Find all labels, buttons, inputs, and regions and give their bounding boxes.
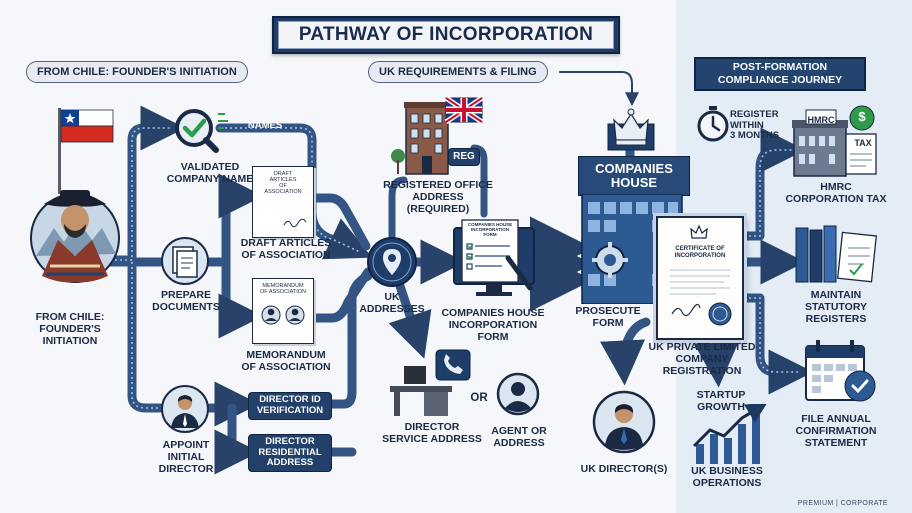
desk-phone-icon — [390, 349, 471, 416]
signature-icon — [283, 218, 307, 228]
crown-icon — [607, 108, 655, 151]
startup-growth-label: STARTUP GROWTH — [696, 389, 746, 413]
uk-addresses-label: UK ADDRESSES — [359, 291, 425, 315]
uk-directors-label: UK DIRECTOR(S) — [580, 463, 668, 475]
location-pin-icon — [367, 237, 417, 287]
ltd-registration-label: UK PRIVATE LIMITED COMPANY REGISTRATION — [648, 341, 756, 377]
certificate-of-incorporation: CERTIFICATE OF INCORPORATION — [656, 216, 744, 340]
documents-icon — [161, 237, 209, 285]
statutory-registers-icon — [795, 225, 878, 283]
validated-name-label: VALIDATED COMPANY NAME — [166, 161, 254, 185]
chile-flag-icon — [58, 108, 114, 194]
memorandum-label: MEMORANDUM OF ASSOCIATION — [241, 349, 331, 373]
office-building-icon — [391, 95, 484, 175]
prosecute-form-label: PROSECUTE FORM — [575, 305, 641, 329]
certificate-title: CERTIFICATE OF INCORPORATION — [674, 246, 726, 259]
calendar-check-icon — [805, 340, 876, 402]
names-tag: NAMES — [247, 120, 283, 131]
phase-uk-label: UK REQUIREMENTS & FILING — [368, 61, 548, 83]
appoint-director-label: APPOINT INITIAL DIRECTOR — [158, 439, 214, 475]
companies-house-building — [581, 194, 683, 304]
hmrc-corporation-tax-label: HMRC CORPORATION TAX — [785, 181, 887, 205]
stopwatch-icon — [697, 106, 729, 142]
draft-articles-label: DRAFT ARTICLES OF ASSOCIATION — [240, 237, 332, 261]
footer-text: PREMIUM | CORPORATE — [797, 500, 888, 507]
magnifier-check-icon — [175, 109, 228, 153]
uk-business-operations-label: UK BUSINESS OPERATIONS — [691, 465, 763, 489]
incorporation-form-label: COMPANIES HOUSE INCORPORATION FORM — [441, 307, 545, 343]
phase-post-label: POST-FORMATION COMPLIANCE JOURNEY — [694, 57, 866, 91]
companies-house-title: COMPANIES HOUSE — [595, 160, 673, 190]
form-doc-text: COMPANIES HOUSE INCORPORATION FORM — [467, 222, 513, 238]
prepare-documents-label: PREPARE DOCUMENTS — [152, 289, 220, 313]
member-portraits-icon — [261, 305, 305, 325]
incorporation-form-monitor-icon — [453, 219, 535, 296]
draft-articles-document: DRAFT ARTICLES OF ASSOCIATION — [252, 166, 314, 238]
register-within-label: REGISTER WITHIN 3 MONTHS — [730, 109, 780, 142]
memorandum-document: MEMORANDUM OF ASSOCIATION — [252, 278, 314, 344]
draft-doc-text: DRAFT ARTICLES OF ASSOCIATION — [264, 171, 302, 196]
or-label: OR — [470, 392, 488, 404]
statutory-registers-label: MAINTAIN STATUTORY REGISTERS — [804, 289, 868, 325]
certificate-body — [670, 269, 732, 326]
crest-icon — [690, 224, 708, 239]
page-title: PATHWAY OF INCORPORATION — [278, 21, 614, 49]
phase-chile-label: FROM CHILE: FOUNDER'S INITIATION — [26, 61, 248, 83]
founder-avatar — [30, 190, 120, 283]
hmrc-tax-icon — [792, 105, 877, 177]
reg-tag: REG — [448, 148, 480, 166]
service-address-label: DIRECTOR SERVICE ADDRESS — [382, 421, 482, 445]
director-id-verification-box: DIRECTOR ID VERIFICATION — [248, 392, 332, 420]
founder-label: FROM CHILE: FOUNDER'S INITIATION — [35, 311, 105, 347]
companies-house-header: COMPANIES HOUSE — [578, 156, 690, 196]
agent-address-label: AGENT OR ADDRESS — [491, 425, 547, 449]
director-residential-address-box: DIRECTOR RESIDENTIAL ADDRESS — [248, 434, 332, 472]
title-banner: PATHWAY OF INCORPORATION — [272, 16, 620, 54]
growth-chart-icon — [692, 404, 768, 464]
phase-post-text: POST-FORMATION COMPLIANCE JOURNEY — [717, 61, 843, 86]
dollar-icon: $ — [858, 109, 866, 124]
uk-director-avatar — [592, 390, 656, 454]
hmrc-sign: HMRC — [807, 115, 835, 125]
registered-office-label: REGISTERED OFFICE ADDRESS (REQUIRED) — [383, 179, 493, 215]
agent-avatar-icon — [496, 372, 540, 416]
director-avatar-icon — [161, 385, 209, 433]
memo-doc-text: MEMORANDUM OF ASSOCIATION — [259, 283, 307, 296]
tax-sign: TAX — [854, 138, 872, 148]
annual-confirmation-label: FILE ANNUAL CONFIRMATION STATEMENT — [795, 413, 877, 449]
